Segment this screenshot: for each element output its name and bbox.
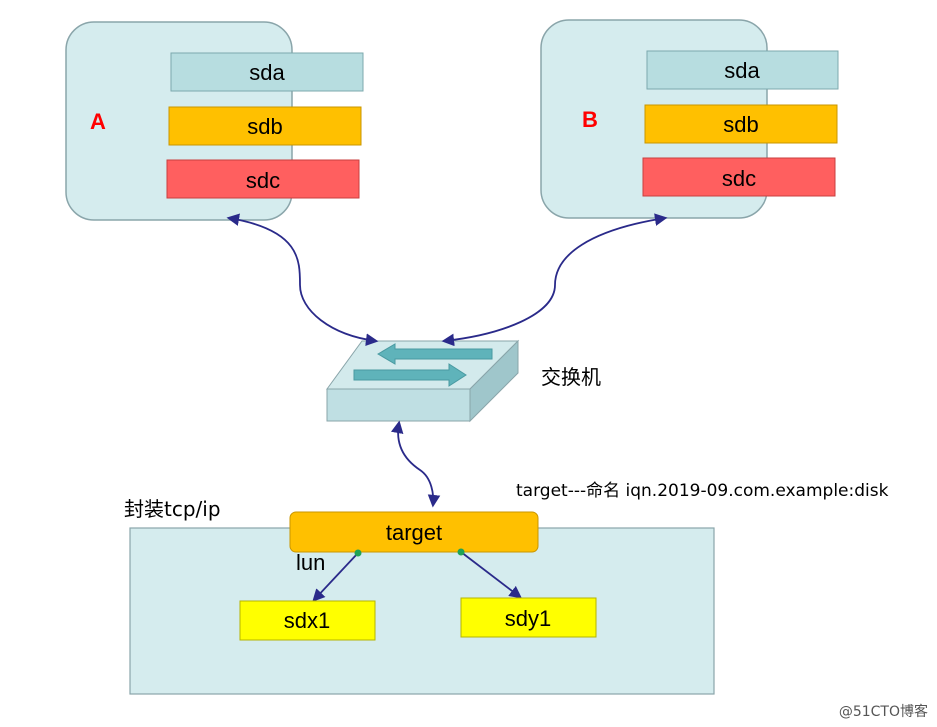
host-a-disk-sdb-label: sdb [247, 114, 282, 139]
lun-sdy1 [460, 597, 597, 638]
switch-side-face [469, 339, 519, 423]
target-naming-note: target---命名 iqn.2019-09.com.example:disk [516, 481, 889, 501]
switch-arrow-right-icon [353, 363, 467, 387]
host-b-disk-sdc-label: sdc [722, 166, 756, 191]
host-b-disk-sdc [642, 157, 836, 197]
host-b-label: B [582, 107, 598, 132]
switch-front-face [326, 388, 471, 422]
host-b-disk-sdb [644, 104, 838, 144]
host-b-disk-sdb-label: sdb [723, 112, 758, 137]
switch [326, 339, 520, 423]
lun-sdy1-label: sdy1 [505, 606, 551, 631]
watermark: @51CTO博客 [839, 703, 928, 720]
connector-host-b-switch [441, 213, 668, 347]
lun-arrow-sdx1 [312, 552, 359, 602]
connector-switch-target [391, 420, 441, 508]
lun-sdx1-label: sdx1 [284, 608, 330, 633]
lun-arrow-sdy1 [460, 551, 523, 599]
lun-dot-right [457, 548, 465, 556]
target-label: target [386, 520, 442, 545]
host-b-disk-sda [646, 50, 839, 90]
host-b-disk-sda-label: sda [724, 58, 760, 83]
connector-host-a-switch [226, 213, 379, 346]
host-a-disk-sdb [168, 106, 362, 146]
host-a-disk-sda [170, 52, 364, 92]
switch-label: 交换机 [541, 365, 601, 389]
lun-dot-left [354, 549, 362, 557]
host-a-disk-sda-label: sda [249, 60, 285, 85]
lun-label: lun [296, 550, 325, 575]
storage-server: 封装tcp/ip target---命名 iqn.2019-09.com.exa… [124, 481, 889, 695]
host-a-disk-sdc-label: sdc [246, 168, 280, 193]
host-a-disk-sdc [166, 159, 360, 199]
lun-sdx1 [239, 600, 376, 641]
host-a-label: A [90, 109, 106, 134]
switch-arrow-left-icon [377, 343, 493, 365]
encapsulation-label: 封装tcp/ip [124, 497, 221, 521]
host-a: A sda sdb sdc [65, 21, 364, 221]
target-box [289, 511, 539, 553]
storage-box [129, 527, 715, 695]
host-b: B sda sdb sdc [540, 19, 839, 219]
